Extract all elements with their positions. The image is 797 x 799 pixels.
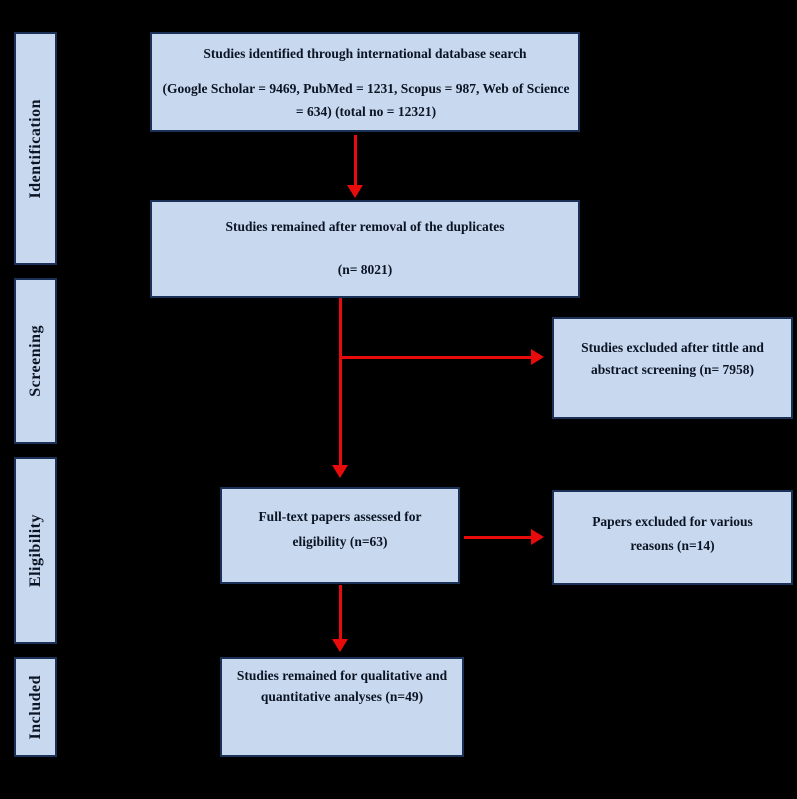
box-excluded-screening: Studies excluded after tittle and abstra… (552, 317, 793, 419)
stage-label-eligibility: Eligibility (14, 457, 57, 644)
box-included-studies-text: Studies remained for qualitative and qua… (236, 668, 448, 704)
box-studies-identified-line1: Studies identified through international… (203, 46, 527, 61)
stage-label-eligibility-text: Eligibility (26, 513, 44, 588)
box-excluded-screening-text: Studies excluded after tittle and abstra… (581, 340, 764, 378)
arrow-down-icon (347, 185, 363, 198)
box-included-studies: Studies remained for qualitative and qua… (220, 657, 464, 757)
stage-label-included-text: Included (26, 674, 44, 740)
arrow-right-icon (531, 349, 544, 365)
box-fulltext-assessed-text: Full-text papers assessed for eligibilit… (258, 509, 422, 549)
box-duplicates-removed-count: (n= 8021) (337, 262, 393, 278)
arrow-line (340, 356, 532, 359)
stage-label-identification-text: Identification (26, 98, 44, 199)
stage-label-identification: Identification (14, 32, 57, 265)
arrow-down-icon (332, 639, 348, 652)
arrow-line (339, 298, 342, 466)
box-studies-identified-line2: (Google Scholar = 9469, PubMed = 1231, S… (162, 81, 570, 119)
box-duplicates-removed-line1: Studies remained after removal of the du… (225, 219, 505, 234)
stage-label-screening: Screening (14, 278, 57, 444)
box-studies-identified: Studies identified through international… (150, 32, 580, 132)
stage-label-screening-text: Screening (26, 325, 44, 397)
box-excluded-fulltext: Papers excluded for various reasons (n=1… (552, 490, 793, 585)
arrow-right-icon (531, 529, 544, 545)
box-excluded-fulltext-text: Papers excluded for various reasons (n=1… (592, 514, 753, 554)
stage-label-included: Included (14, 657, 57, 757)
arrow-down-icon (332, 465, 348, 478)
box-fulltext-assessed: Full-text papers assessed for eligibilit… (220, 487, 460, 584)
arrow-line (339, 585, 342, 640)
box-duplicates-removed: Studies remained after removal of the du… (150, 200, 580, 298)
arrow-line (354, 135, 357, 186)
arrow-line (464, 536, 532, 539)
